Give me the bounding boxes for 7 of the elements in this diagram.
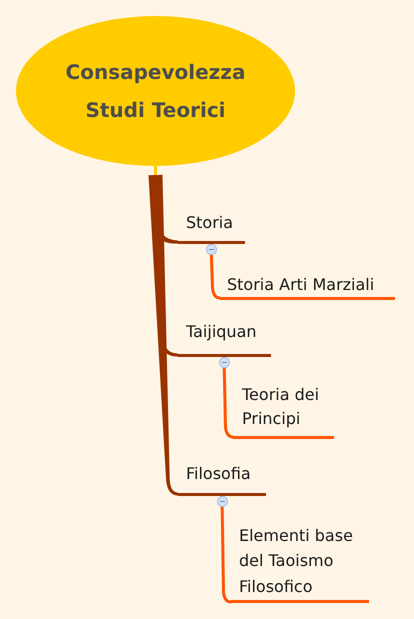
topic-title: Consapevolezza Studi Teorici <box>64 59 246 124</box>
topic-label: Taijiquan <box>186 320 258 342</box>
topic-label: Filosofia <box>186 462 252 484</box>
topic-label: Storia <box>186 212 234 234</box>
topic-label: Storia Arti Marziali <box>227 274 376 296</box>
topic-label: Elementi base del Taoismo Filosofico <box>239 524 354 598</box>
topic-label: Teoria dei Principi <box>242 384 320 430</box>
